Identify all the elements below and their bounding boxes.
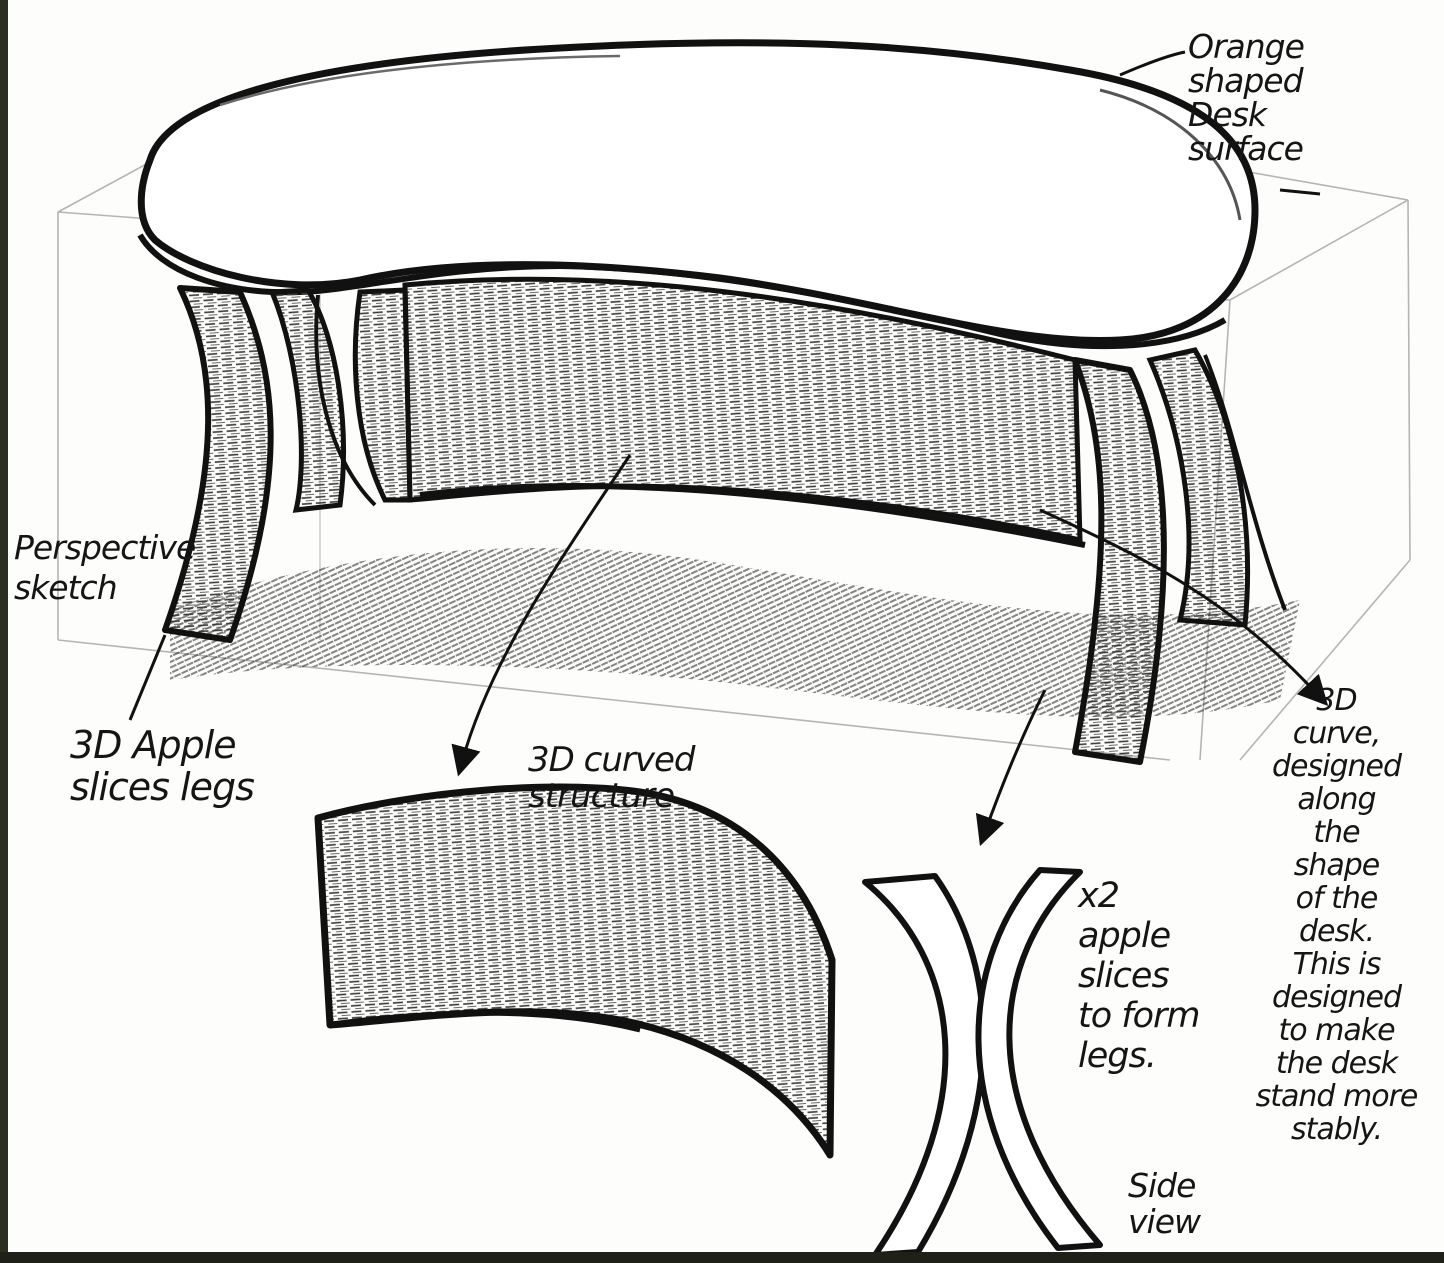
side-view-legs (865, 870, 1100, 1255)
label-x2-apple-slices: x2 apple slices to form legs. (1078, 876, 1258, 1076)
label-curved-structure: 3D curved structure (528, 742, 828, 814)
label-orange-desk-surface: Orange shaped Desk surface (1188, 30, 1418, 166)
label-perspective-sketch: Perspective sketch (14, 528, 184, 608)
label-apple-slices-legs: 3D Apple slices legs (70, 724, 310, 808)
label-3d-curve-note: 3D curve, designed along the shape of th… (1234, 684, 1439, 1146)
page-edge-bottom (0, 1252, 1444, 1263)
curved-structure-detail (318, 787, 832, 1155)
label-side-view: Side view (1128, 1168, 1238, 1240)
